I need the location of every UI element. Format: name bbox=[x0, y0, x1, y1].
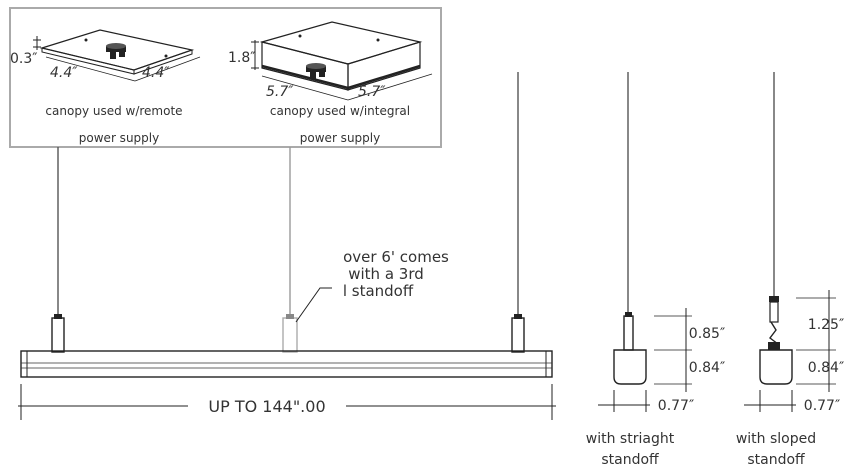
sloped-standoff-body bbox=[769, 301, 779, 323]
third-standoff-note-line1: over 6' comes bbox=[343, 248, 449, 266]
integral-canopy-caption-line2: power supply bbox=[300, 131, 380, 145]
sloped-dim-mid: 0.84″ bbox=[808, 360, 844, 376]
straight-caption-line1: with striaght bbox=[586, 431, 675, 447]
straight-caption-line2: standoff bbox=[601, 452, 659, 468]
sloped-dim-top: 1.25″ bbox=[808, 317, 844, 333]
note-leader-line bbox=[295, 287, 332, 323]
sloped-caption-line2: standoff bbox=[747, 452, 805, 468]
remote-canopy-side bbox=[133, 49, 193, 75]
length-dimension-label: UP TO 144".00 bbox=[208, 397, 325, 416]
straight-dim-mid: 0.84″ bbox=[689, 360, 725, 376]
integral-canopy-connector-icon bbox=[306, 63, 326, 79]
straight-dim-top: 0.85″ bbox=[689, 326, 725, 342]
straight-standoff-body bbox=[623, 315, 634, 351]
canopy-inset: 0.3″ 4.4″ 4.4″ canopy used w/remote powe… bbox=[9, 7, 442, 148]
integral-canopy: 1.8″ 5.7″ 5.7″ canopy used w/integral po… bbox=[228, 21, 433, 145]
remote-canopy-height: 0.3″ bbox=[10, 51, 38, 67]
linear-housing bbox=[20, 350, 553, 378]
third-standoff-note-line3: l standoff bbox=[343, 282, 414, 300]
straight-dim-width: 0.77″ bbox=[658, 398, 694, 414]
remote-canopy-caption-line1: canopy used w/remote bbox=[45, 104, 182, 118]
main-fixture: over 6' comes with a 3rd l standoff UP T… bbox=[18, 72, 556, 420]
straight-housing-profile bbox=[613, 349, 647, 385]
sloped-caption-line1: with sloped bbox=[736, 431, 816, 447]
third-standoff-note-line2: with a 3rd bbox=[348, 265, 424, 283]
sloped-dim-width: 0.77″ bbox=[804, 398, 840, 414]
sloped-standoff-detail: 1.25″ 0.84″ 0.77″ with sloped standoff bbox=[736, 72, 844, 468]
standoff-center bbox=[282, 317, 298, 353]
standoff-right bbox=[511, 317, 525, 353]
sloped-housing-profile bbox=[759, 349, 793, 385]
integral-canopy-width-a: 5.7″ bbox=[266, 84, 294, 100]
integral-canopy-height: 1.8″ bbox=[228, 50, 256, 66]
integral-canopy-width-b: 5.7″ bbox=[358, 84, 386, 100]
sloped-joint-icon bbox=[769, 321, 779, 345]
integral-canopy-side bbox=[347, 41, 421, 91]
standoff-left bbox=[51, 317, 65, 353]
canopy-inset-frame bbox=[9, 7, 442, 148]
integral-canopy-caption-line1: canopy used w/integral bbox=[270, 104, 410, 118]
remote-canopy: 0.3″ 4.4″ 4.4″ canopy used w/remote powe… bbox=[10, 29, 201, 145]
remote-canopy-width-a: 4.4″ bbox=[50, 65, 78, 81]
straight-standoff-detail: 0.85″ 0.84″ 0.77″ with striaght standoff bbox=[586, 72, 725, 468]
remote-canopy-width-b: 4.4″ bbox=[142, 65, 170, 81]
remote-canopy-connector-icon bbox=[106, 43, 126, 59]
remote-canopy-caption-line2: power supply bbox=[79, 131, 159, 145]
